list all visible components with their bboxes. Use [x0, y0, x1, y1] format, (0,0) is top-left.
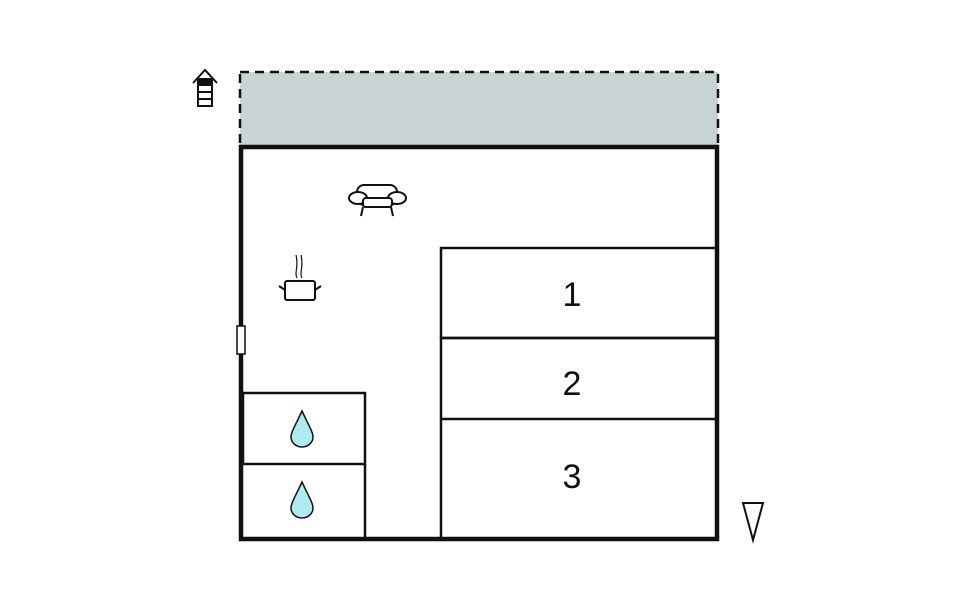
- stairs-up-icon: [192, 68, 218, 107]
- north-arrow-icon: [741, 502, 765, 544]
- room-3: 3: [439, 419, 582, 539]
- room-2-label: 2: [563, 365, 582, 403]
- water-drop-icon: [290, 409, 314, 448]
- water-drop-icon: [290, 480, 314, 519]
- window-icon: [236, 325, 246, 355]
- cooking-pot-icon: [278, 254, 322, 301]
- bathroom-1: [241, 391, 367, 466]
- room-1: 1: [439, 246, 719, 340]
- room-1-label: 1: [563, 276, 582, 314]
- terrace-area: [238, 70, 720, 149]
- outer-wall: [238, 144, 720, 542]
- sofa-icon: [348, 184, 407, 217]
- room-3-label: 3: [563, 458, 582, 496]
- room-2: 2: [439, 336, 719, 421]
